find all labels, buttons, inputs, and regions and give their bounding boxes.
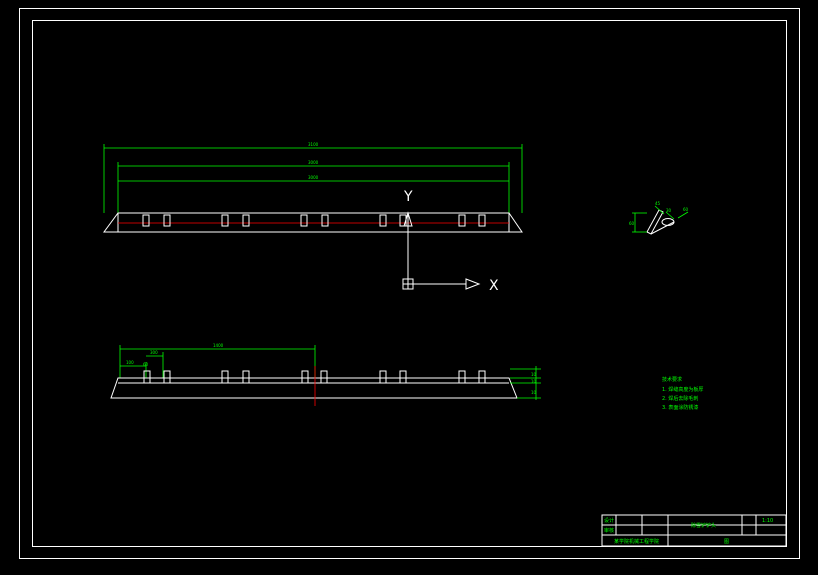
top-lug — [458, 214, 466, 227]
front-lug — [320, 370, 328, 384]
top-view: 3100 3000 3000 — [103, 142, 523, 233]
front-dim-label-2: 300 — [150, 350, 158, 355]
front-dim-label-3: 100 — [126, 360, 134, 365]
top-lug — [321, 214, 329, 227]
front-lug — [163, 370, 171, 384]
detail-dim-label-3: 30 — [666, 208, 672, 213]
top-view-outline — [103, 212, 523, 233]
notes-title: 技术要求 — [662, 376, 682, 383]
y-axis-label: Y — [403, 189, 413, 205]
front-lug — [399, 370, 407, 384]
top-lug — [300, 214, 308, 227]
top-lug — [163, 214, 171, 227]
outer-border — [19, 8, 800, 559]
front-lug — [458, 370, 466, 384]
front-dim-label-4: 60 — [143, 362, 149, 367]
ucs-axis-icon: Y X — [402, 189, 499, 294]
inner-border — [32, 20, 787, 547]
title-block: 设计 审核 除雪铲铲头 1:10 某学院机械工程学院 图 — [601, 514, 787, 547]
front-lug — [379, 370, 387, 384]
right-dim-label-2: 10 — [531, 379, 537, 384]
notes-item: 1. 焊缝高度为板厚 — [662, 386, 703, 393]
drawing-name: 除雪铲铲头 — [691, 522, 716, 529]
detail-view: 60 45 30 60 — [629, 201, 689, 235]
detail-dim-label-4: 60 — [683, 207, 689, 212]
top-lug — [478, 214, 486, 227]
school-name: 某学院机械工程学院 — [614, 538, 659, 545]
technical-notes: 技术要求 1. 焊缝高度为板厚 2. 焊后去除毛刺 3. 表面涂防锈漆 — [662, 376, 703, 411]
title-checker: 审核 — [604, 527, 614, 534]
title-designer: 设计 — [604, 517, 614, 524]
front-lug — [478, 370, 486, 384]
top-lug — [399, 214, 407, 227]
x-axis-label: X — [489, 278, 499, 294]
top-lug — [221, 214, 229, 227]
front-lug — [143, 370, 151, 384]
front-view-outline — [110, 377, 518, 399]
notes-item: 3. 表面涂防锈漆 — [662, 404, 698, 411]
top-dim-label-1: 3100 — [308, 142, 319, 147]
top-dim-label-3: 3000 — [308, 175, 319, 180]
front-lug — [221, 370, 229, 384]
front-dim-label-1: 1400 — [213, 343, 224, 348]
detail-dim-label-2: 45 — [655, 201, 661, 206]
detail-dim-label-1: 60 — [629, 221, 635, 226]
right-dim-label-3: 10 — [531, 390, 537, 395]
top-lug — [379, 214, 387, 227]
drawing-number: 图 — [724, 539, 729, 545]
drawing-scale: 1:10 — [762, 518, 773, 524]
notes-item: 2. 焊后去除毛刺 — [662, 395, 698, 402]
top-lug — [142, 214, 150, 227]
top-lug — [242, 214, 250, 227]
front-lug — [242, 370, 250, 384]
front-view: 1400 300 100 60 — [110, 343, 541, 406]
top-dim-label-2: 3000 — [308, 160, 319, 165]
front-lug — [301, 370, 309, 384]
right-dim-label-1: 10 — [531, 372, 537, 377]
